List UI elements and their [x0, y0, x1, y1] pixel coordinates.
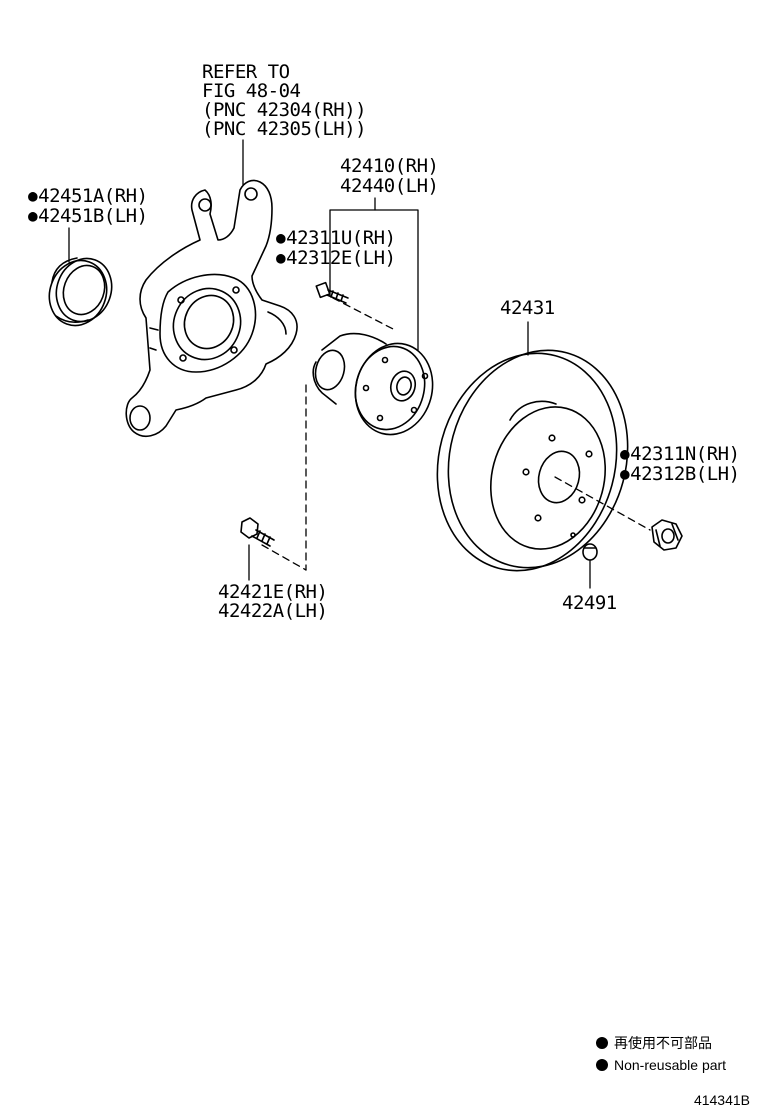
hub-bearing-part: [312, 332, 434, 436]
refer-line-4: (PNC 42305(LH)): [202, 118, 367, 140]
hub-bolt-lh-label: 42312E(LH): [276, 248, 396, 269]
hub-bolt-rh-label: 42311U(RH): [276, 228, 396, 249]
bullet-icon: [596, 1059, 608, 1071]
mount-bolt-part: [240, 517, 275, 547]
refer-line-1: REFER TO: [202, 61, 290, 83]
oil-seal-part: [48, 257, 113, 327]
oil-seal-lh-label: 42451B(LH): [28, 206, 148, 227]
bullet-icon: [596, 1037, 608, 1049]
mount-bolt-lh-label: 42422A(LH): [218, 600, 328, 622]
oil-seal-rh-label: 42451A(RH): [28, 186, 148, 207]
brake-disc-part: [436, 349, 629, 572]
hub-bearing-rh-label: 42410(RH): [340, 155, 439, 177]
legend-jp: 再使用不可部品: [596, 1033, 712, 1053]
refer-line-2: FIG 48-04: [202, 80, 301, 102]
hub-nut-lh-label: 42312B(LH): [620, 464, 740, 485]
refer-line-3: (PNC 42304(RH)): [202, 99, 367, 121]
leader-lines: [68, 139, 651, 589]
hub-nut-part: [651, 519, 683, 551]
legend-en: Non-reusable part: [596, 1055, 726, 1075]
plug-part: [582, 543, 598, 561]
hub-bolt-part: [315, 281, 349, 304]
hub-bearing-lh-label: 42440(LH): [340, 175, 439, 197]
knuckle-carrier-part: [125, 179, 298, 438]
disc-label: 42431: [500, 297, 555, 319]
hub-nut-rh-label: 42311N(RH): [620, 444, 740, 465]
plug-label: 42491: [562, 592, 617, 614]
mount-bolt-rh-label: 42421E(RH): [218, 581, 328, 603]
figure-number: 414341B: [693, 1092, 750, 1108]
